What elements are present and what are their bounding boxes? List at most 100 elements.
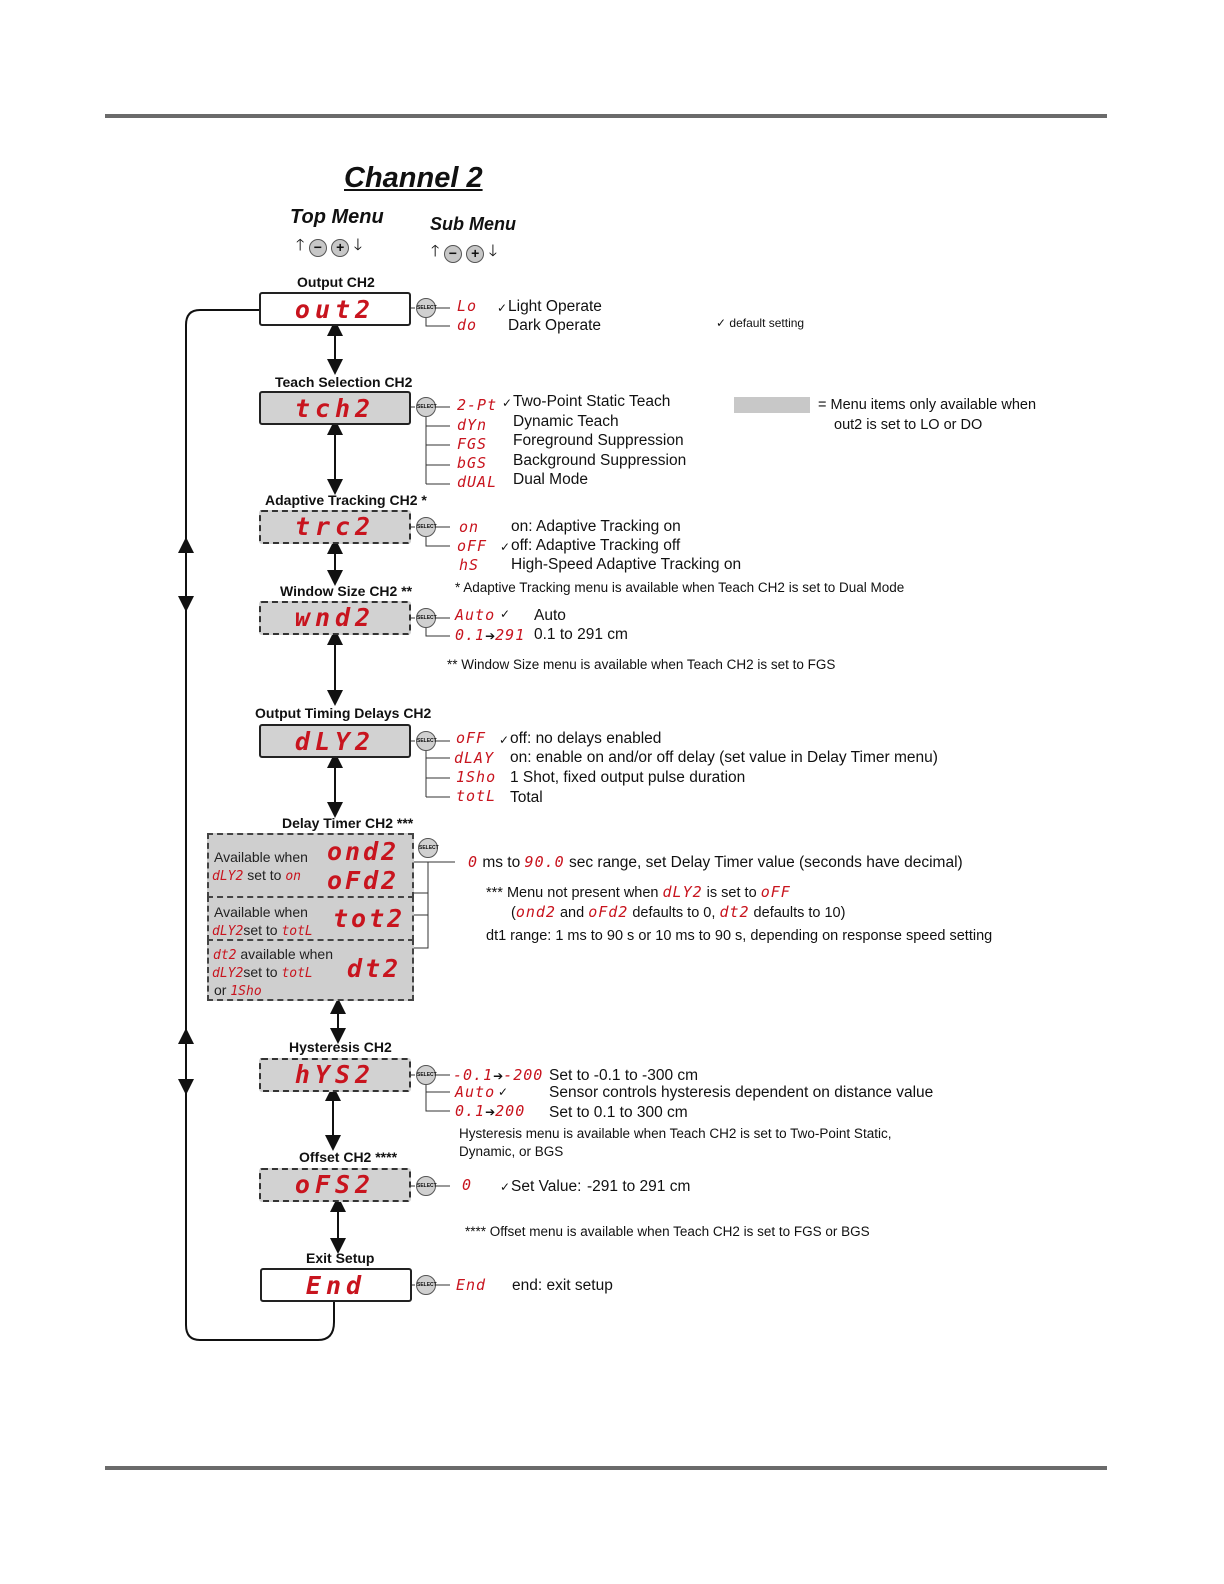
teach-ch2-label: Teach Selection CH2 <box>275 374 413 390</box>
select-button-icon: SELECT <box>416 298 437 318</box>
code-lo: Lo <box>457 297 478 315</box>
footer-rule <box>105 1466 1107 1470</box>
item-total: Total <box>510 789 543 806</box>
header-rule <box>105 114 1107 118</box>
code-dual: dUAL <box>457 473 498 491</box>
code-off: oFF <box>456 729 487 747</box>
check-icon: ✓ <box>500 1180 511 1194</box>
group-label: Available when <box>214 849 308 865</box>
exit-setup-display: End <box>260 1268 412 1302</box>
sub-menu-nav: 🡑 − + 🡓 <box>431 240 497 267</box>
code-bgs: bGS <box>457 454 488 472</box>
minus-button-icon: − <box>443 244 462 263</box>
item-no-delays: off: no delays enabled <box>510 730 662 747</box>
window-note: ** Window Size menu is available when Te… <box>447 657 836 672</box>
minus-button-icon: − <box>308 238 327 257</box>
item-set-value: Set Value: <box>511 1178 582 1195</box>
top-menu-header: Top Menu <box>290 206 384 228</box>
item-auto: Auto <box>534 607 566 624</box>
item-set-value-range: -291 to 291 cm <box>587 1178 691 1195</box>
code-dlay: dLAY <box>454 749 495 767</box>
code-auto: Auto <box>455 606 496 624</box>
check-icon: ✓ <box>497 301 508 315</box>
output-ch2-display: out2 <box>259 292 411 326</box>
code-range: 0.1➔291 <box>455 626 526 644</box>
item-on-delay: on: enable on and/or off delay (set valu… <box>510 749 938 766</box>
arrow-up-icon: 🡑 <box>296 237 305 254</box>
delays-ch2-label: Output Timing Delays CH2 <box>255 705 432 721</box>
teach-ch2-display: tch2 <box>259 391 411 425</box>
sub-menu-header: Sub Menu <box>430 214 516 234</box>
code-end: End <box>456 1276 487 1294</box>
timer-group-on: Available when dLY2 set to on ond2 oFd2 <box>207 833 414 898</box>
code-1sho: 1Sho <box>456 768 497 786</box>
check-icon: ✓ <box>500 607 511 621</box>
code-zero: 0 <box>462 1176 473 1194</box>
group-label: Available when <box>214 904 308 920</box>
group-label: dt2 available when <box>213 946 333 963</box>
check-icon: ✓ <box>502 396 513 410</box>
code-neg-range: -0.1➔-200 <box>453 1066 544 1084</box>
item-pos-range: Set to 0.1 to 300 cm <box>549 1104 688 1121</box>
arrow-down-icon: 🡓 <box>488 243 498 260</box>
select-button-icon: SELECT <box>416 731 437 751</box>
check-icon: ✓ <box>498 1085 509 1099</box>
offset-note: **** Offset menu is available when Teach… <box>465 1224 870 1239</box>
hysteresis-note-2: Dynamic, or BGS <box>459 1144 564 1159</box>
tracking-ch2-display: trc2 <box>259 510 411 544</box>
item-tracking-off: off: Adaptive Tracking off <box>511 537 681 554</box>
item-light-operate: Light Operate <box>508 298 602 315</box>
code-2pt: 2-Pt <box>457 396 498 414</box>
offset-ch2-label: Offset CH2 **** <box>299 1149 398 1165</box>
timer-note-2: (ond2 and oFd2 defaults to 0, dt2 defaul… <box>511 903 846 921</box>
code-fgs: FGS <box>457 435 488 453</box>
timer-group-dt2: dt2 available when dLY2set to totL or 1S… <box>207 939 414 1001</box>
code-on: on <box>459 518 480 536</box>
window-ch2-display: wnd2 <box>259 601 411 635</box>
arrow-right-icon: ➔ <box>493 1069 504 1083</box>
select-button-icon: SELECT <box>416 1275 437 1295</box>
arrow-right-icon: ➔ <box>485 1105 496 1119</box>
check-icon: ✓ <box>499 733 510 747</box>
item-two-point: Two-Point Static Teach <box>513 393 671 410</box>
exit-setup-label: Exit Setup <box>306 1250 375 1266</box>
timer-group-total: Available when dLY2set to totL tot2 <box>207 896 414 941</box>
arrow-right-icon: ➔ <box>485 629 496 643</box>
item-exit: end: exit setup <box>512 1277 613 1294</box>
legend-gray-note-2: out2 is set to LO or DO <box>834 417 983 433</box>
plus-button-icon: + <box>331 238 350 257</box>
check-icon: ✓ <box>716 316 730 330</box>
item-range: 0.1 to 291 cm <box>534 626 628 643</box>
item-dual: Dual Mode <box>513 471 588 488</box>
display-ofd2: oFd2 <box>327 866 400 895</box>
group-condition: dLY2 set to on <box>212 867 301 884</box>
code-auto: Auto <box>455 1083 496 1101</box>
hysteresis-ch2-label: Hysteresis CH2 <box>289 1039 392 1055</box>
timer-note-1: *** Menu not present when dLY2 is set to… <box>486 883 791 901</box>
top-menu-nav: 🡑 − + 🡓 <box>296 234 362 261</box>
select-button-icon: SELECT <box>416 397 437 417</box>
legend-gray-swatch <box>734 397 810 413</box>
code-dyn: dYn <box>457 416 488 434</box>
item-dark-operate: Dark Operate <box>508 317 602 334</box>
window-ch2-label: Window Size CH2 ** <box>280 583 413 599</box>
output-ch2-label: Output CH2 <box>297 274 375 290</box>
item-high-speed: High-Speed Adaptive Tracking on <box>511 556 742 573</box>
arrow-up-icon: 🡑 <box>431 243 440 260</box>
page-title: Channel 2 <box>344 162 483 194</box>
select-button-icon: SELECT <box>416 608 437 628</box>
timer-range: 0 ms to 90.0 sec range, set Delay Timer … <box>468 853 963 871</box>
display-dt2: dt2 <box>347 954 402 983</box>
tracking-ch2-label: Adaptive Tracking CH2 * <box>265 492 427 508</box>
select-button-icon: SELECT <box>416 1176 437 1196</box>
group-condition-2: or 1Sho <box>214 982 262 999</box>
group-condition: dLY2set to totL <box>212 964 313 981</box>
item-tracking-on: on: Adaptive Tracking on <box>511 518 681 535</box>
code-pos-range: 0.1➔200 <box>455 1102 526 1120</box>
delay-timer-label: Delay Timer CH2 *** <box>282 815 414 831</box>
group-condition: dLY2set to totL <box>212 922 313 939</box>
delays-ch2-display: dLY2 <box>259 724 411 758</box>
code-do: do <box>457 316 478 334</box>
offset-ch2-display: oFS2 <box>259 1168 411 1202</box>
arrow-down-icon: 🡓 <box>353 237 363 254</box>
